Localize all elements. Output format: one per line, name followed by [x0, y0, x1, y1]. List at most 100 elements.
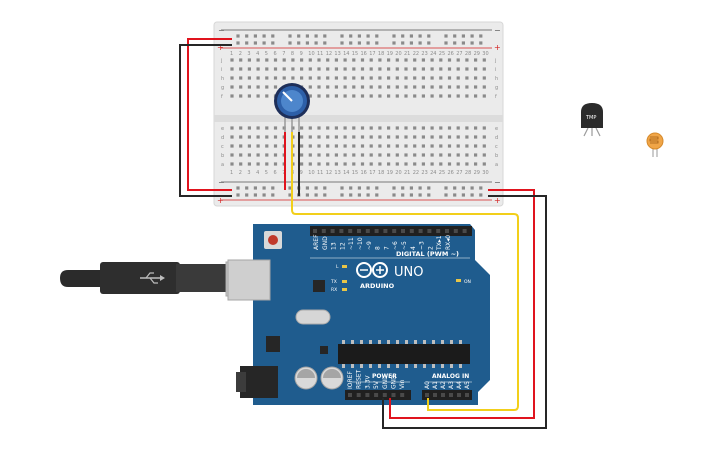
rail-hole[interactable] [479, 193, 483, 197]
breadboard-hole[interactable] [465, 76, 469, 80]
rail-hole[interactable] [323, 34, 327, 38]
rail-hole[interactable] [340, 186, 344, 190]
breadboard-hole[interactable] [413, 85, 417, 89]
rail-hole[interactable] [305, 193, 309, 197]
breadboard-hole[interactable] [421, 94, 425, 98]
breadboard-hole[interactable] [474, 67, 478, 71]
breadboard-hole[interactable] [465, 94, 469, 98]
breadboard-hole[interactable] [247, 126, 251, 130]
breadboard-hole[interactable] [482, 162, 486, 166]
header-pin[interactable] [462, 229, 467, 233]
wire-black-left[interactable] [179, 44, 232, 197]
breadboard-hole[interactable] [421, 67, 425, 71]
breadboard-hole[interactable] [439, 76, 443, 80]
header-pin[interactable] [339, 229, 344, 233]
breadboard-hole[interactable] [247, 135, 251, 139]
breadboard-hole[interactable] [413, 76, 417, 80]
breadboard-hole[interactable] [447, 126, 452, 130]
rail-hole[interactable] [288, 186, 292, 190]
photoresistor[interactable] [646, 132, 664, 157]
breadboard-hole[interactable] [326, 85, 330, 89]
header-pin[interactable] [465, 393, 469, 397]
breadboard-hole[interactable] [421, 76, 425, 80]
breadboard-hole[interactable] [369, 126, 373, 130]
breadboard-hole[interactable] [456, 135, 460, 139]
breadboard-hole[interactable] [387, 76, 391, 80]
breadboard-hole[interactable] [404, 85, 408, 89]
breadboard-hole[interactable] [317, 85, 321, 89]
breadboard-hole[interactable] [230, 76, 234, 80]
usb-cable[interactable] [60, 261, 269, 297]
breadboard-hole[interactable] [326, 126, 330, 130]
breadboard-hole[interactable] [439, 144, 443, 148]
breadboard-hole[interactable] [387, 67, 391, 71]
rail-hole[interactable] [288, 193, 292, 197]
breadboard-hole[interactable] [230, 144, 234, 148]
breadboard-hole[interactable] [369, 135, 373, 139]
breadboard-hole[interactable] [456, 126, 460, 130]
breadboard-hole[interactable] [447, 58, 452, 62]
potentiometer[interactable] [274, 83, 310, 132]
breadboard-hole[interactable] [482, 144, 486, 148]
rail-hole[interactable] [375, 34, 379, 38]
wire-red-left[interactable] [187, 38, 232, 191]
breadboard-hole[interactable] [256, 153, 260, 157]
rail-hole[interactable] [401, 34, 405, 38]
breadboard-hole[interactable] [474, 76, 478, 80]
header-pin[interactable] [449, 393, 453, 397]
breadboard-hole[interactable] [300, 153, 304, 157]
breadboard-hole[interactable] [273, 58, 278, 62]
rail-hole[interactable] [253, 186, 257, 190]
breadboard-hole[interactable] [421, 135, 425, 139]
breadboard-hole[interactable] [369, 58, 373, 62]
header-pin[interactable] [313, 229, 317, 233]
rail-hole[interactable] [453, 34, 457, 38]
rail-hole[interactable] [245, 186, 249, 190]
breadboard-hole[interactable] [447, 76, 452, 80]
header-pin[interactable] [330, 229, 335, 233]
rail-hole[interactable] [375, 186, 379, 190]
rail-hole[interactable] [418, 41, 422, 45]
header-pin[interactable] [348, 229, 353, 233]
breadboard-hole[interactable] [326, 162, 330, 166]
header-pin[interactable] [401, 229, 405, 233]
breadboard-hole[interactable] [465, 67, 469, 71]
wire-black-gnd[interactable] [382, 195, 547, 429]
breadboard-hole[interactable] [439, 58, 443, 62]
breadboard-hole[interactable] [474, 135, 478, 139]
breadboard-hole[interactable] [326, 135, 330, 139]
breadboard-hole[interactable] [326, 153, 330, 157]
breadboard-hole[interactable] [239, 58, 243, 62]
rail-hole[interactable] [392, 34, 396, 38]
breadboard-hole[interactable] [360, 135, 365, 139]
breadboard-hole[interactable] [439, 135, 443, 139]
breadboard-hole[interactable] [326, 94, 330, 98]
rail-hole[interactable] [271, 34, 275, 38]
breadboard-hole[interactable] [404, 58, 408, 62]
breadboard-hole[interactable] [317, 67, 321, 71]
breadboard-hole[interactable] [360, 58, 365, 62]
breadboard-hole[interactable] [230, 153, 234, 157]
breadboard-hole[interactable] [247, 76, 251, 80]
breadboard-hole[interactable] [387, 126, 391, 130]
reset-button[interactable] [264, 231, 282, 249]
header-pin[interactable] [365, 229, 370, 233]
rail-hole[interactable] [375, 41, 379, 45]
rail-hole[interactable] [288, 34, 292, 38]
breadboard-hole[interactable] [308, 126, 312, 130]
breadboard-hole[interactable] [387, 144, 391, 148]
header-pin[interactable] [457, 393, 461, 397]
breadboard-hole[interactable] [482, 76, 486, 80]
breadboard-hole[interactable] [256, 144, 260, 148]
breadboard-hole[interactable] [430, 135, 434, 139]
breadboard-hole[interactable] [352, 58, 356, 62]
breadboard-hole[interactable] [317, 144, 321, 148]
breadboard-hole[interactable] [352, 162, 356, 166]
rail-hole[interactable] [461, 186, 465, 190]
rail-hole[interactable] [392, 41, 396, 45]
rail-hole[interactable] [444, 193, 448, 197]
temperature-sensor[interactable]: TMP [581, 103, 603, 137]
breadboard-hole[interactable] [239, 126, 243, 130]
